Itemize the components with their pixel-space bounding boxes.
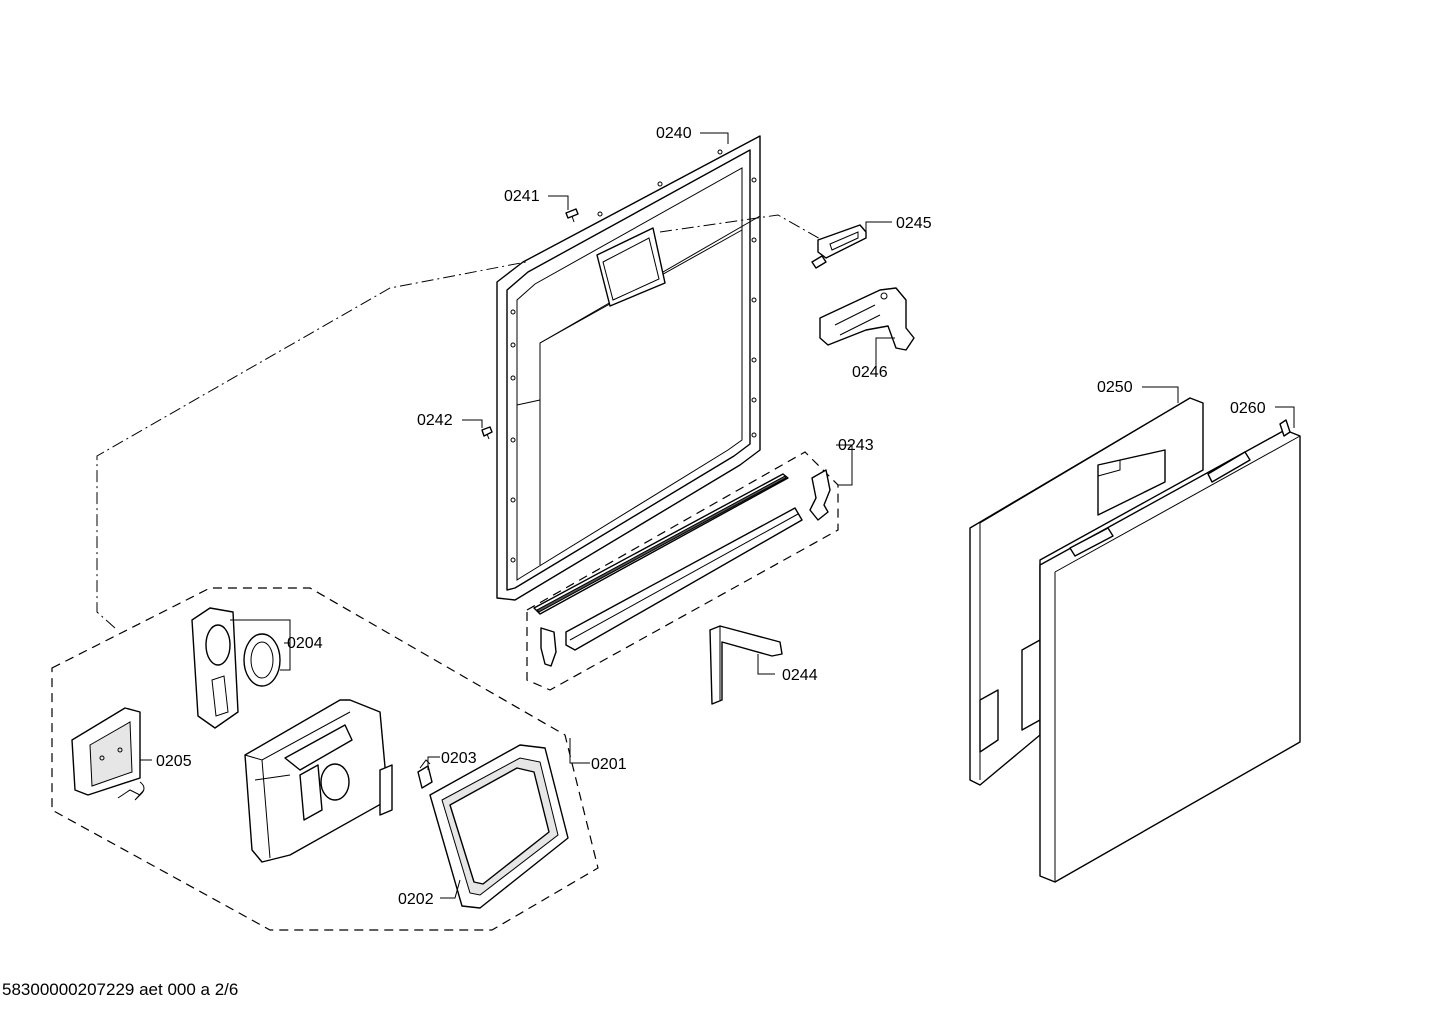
label-0240: 0240 <box>656 125 692 142</box>
label-0260: 0260 <box>1230 400 1266 417</box>
frame-0202[interactable] <box>429 744 569 909</box>
label-0204: 0204 <box>287 635 323 652</box>
leader-lines <box>139 132 1295 899</box>
screw-0241[interactable] <box>565 208 579 223</box>
clip-0203[interactable] <box>417 759 433 789</box>
label-0201: 0201 <box>591 756 627 773</box>
label-0241: 0241 <box>504 188 540 205</box>
label-0245: 0245 <box>896 215 932 232</box>
document-code: 58300000207229 aet 000 a 2/6 <box>2 980 239 999</box>
control-group-0201[interactable] <box>51 587 599 931</box>
label-0244: 0244 <box>782 667 818 684</box>
module-0205[interactable] <box>71 707 145 801</box>
label-0246: 0246 <box>852 364 888 381</box>
label-0250: 0250 <box>1097 379 1133 396</box>
label-0242: 0242 <box>417 412 453 429</box>
latch-part-0245[interactable] <box>811 224 867 269</box>
label-0202: 0202 <box>398 891 434 908</box>
panel-cover-0204[interactable] <box>191 607 281 729</box>
label-0243: 0243 <box>838 437 874 454</box>
bracket-0244[interactable] <box>709 625 783 705</box>
seal-group-0243[interactable] <box>526 451 839 691</box>
assembly-reference-line <box>96 261 527 629</box>
assembly-reference-line-2 <box>659 214 823 241</box>
label-0205: 0205 <box>156 753 192 770</box>
screw-0242[interactable] <box>481 426 493 440</box>
control-housing[interactable] <box>244 699 393 863</box>
latch-bracket-0246[interactable] <box>819 287 915 351</box>
inner-door-panel-0240[interactable] <box>496 135 761 601</box>
door-panel-0260[interactable] <box>1039 419 1301 883</box>
label-0203: 0203 <box>441 750 477 767</box>
